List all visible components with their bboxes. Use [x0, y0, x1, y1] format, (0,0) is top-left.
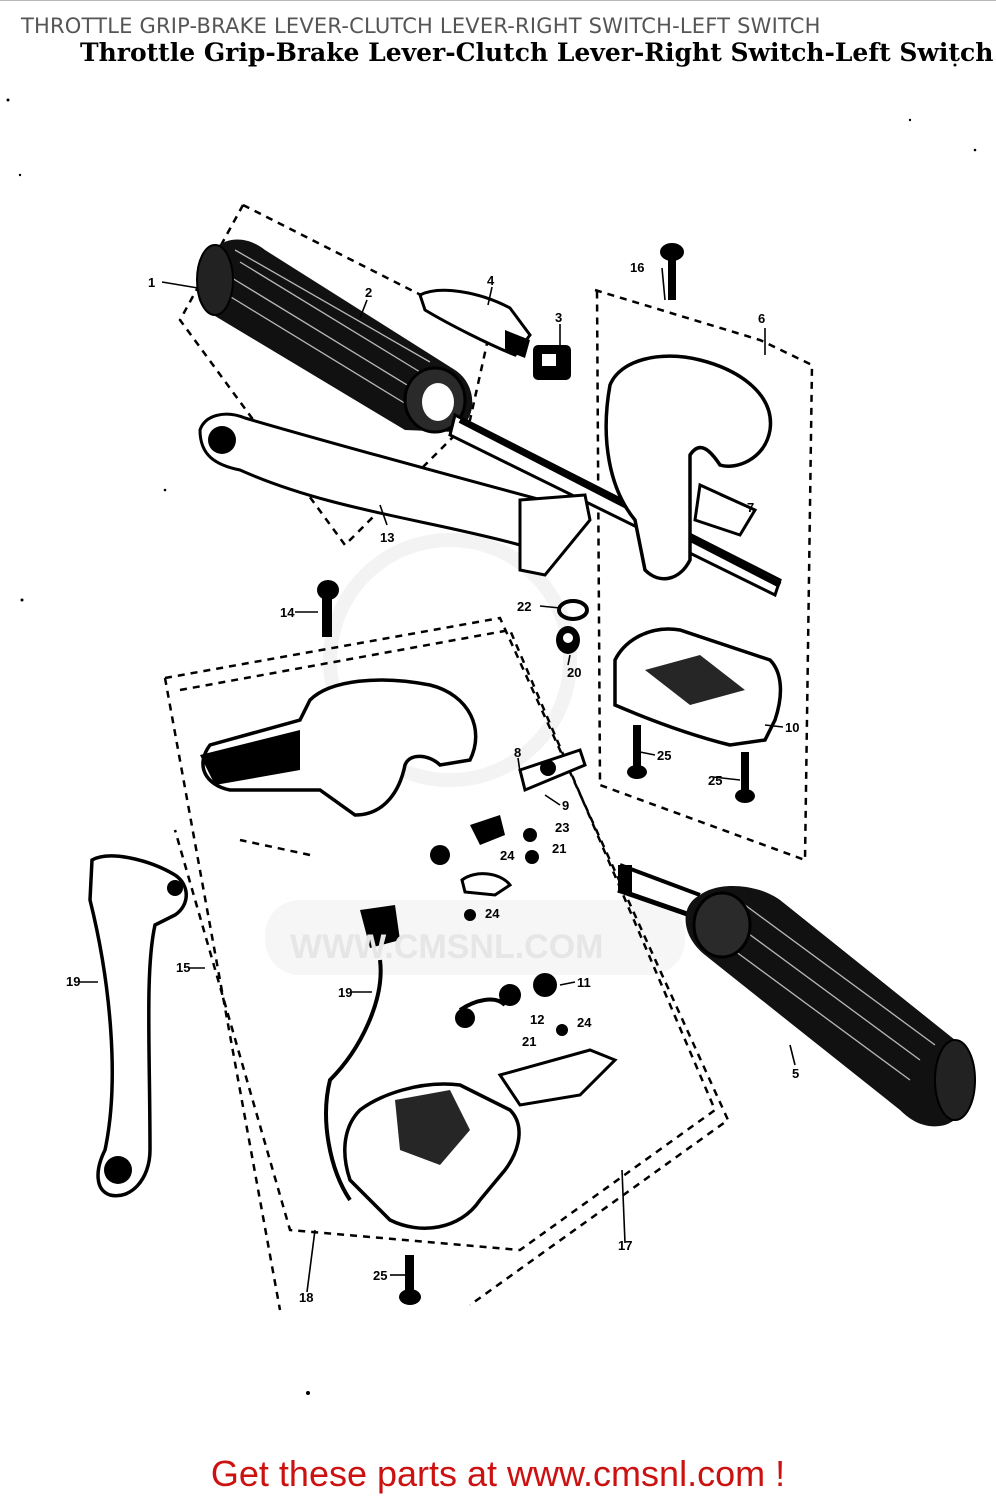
callout-2: 2 [365, 285, 372, 300]
callout-11: 11 [577, 975, 591, 990]
callout-16-top: 16 [630, 260, 644, 275]
parts-22-20 [556, 599, 589, 654]
callout-24-a: 24 [500, 848, 515, 863]
callout-18: 18 [299, 1290, 313, 1305]
callout-4: 4 [487, 273, 495, 288]
screw-25-bottom [399, 1255, 421, 1305]
callout-22: 22 [517, 599, 531, 614]
callout-3: 3 [555, 310, 562, 325]
callout-10: 10 [785, 720, 799, 735]
callout-25-c: 25 [373, 1268, 387, 1283]
callout-20: 20 [567, 665, 581, 680]
callout-numbers: 1 2 4 3 16 6 7 13 22 14 20 10 25 25 8 9 … [66, 260, 799, 1305]
screws-25-right [627, 725, 755, 803]
header-clip: THROTTLE GRIP-BRAKE LEVER-CLUTCH LEVER-R… [0, 1, 996, 41]
clutch-side-grip [617, 863, 976, 1127]
callout-24-c: 24 [577, 1015, 592, 1030]
callout-25-a: 25 [657, 748, 671, 763]
callout-24-b: 24 [485, 906, 500, 921]
callout-12: 12 [530, 1012, 544, 1027]
group-left-switch [163, 616, 730, 1311]
clutch-lever [88, 854, 188, 1198]
part-3-block [533, 345, 571, 380]
left-switch-lower [324, 905, 618, 1230]
page-header: THROTTLE GRIP-BRAKE LEVER-CLUTCH LEVER-R… [0, 0, 996, 40]
screw-16-top [660, 243, 684, 300]
callout-5: 5 [792, 1066, 799, 1081]
callout-17: 17 [618, 1238, 632, 1253]
callout-21-b: 21 [522, 1034, 536, 1049]
callout-8: 8 [514, 745, 521, 760]
left-switch-upper [200, 678, 478, 817]
leader-lines [80, 267, 796, 1293]
callout-19-b: 19 [338, 985, 352, 1000]
get-parts-link[interactable]: Get these parts at www.cmsnl.com ! [210, 1453, 786, 1494]
brake-lever [198, 412, 592, 577]
throttle-grip [196, 239, 782, 598]
callout-25-b: 25 [708, 773, 722, 788]
watermark-text: WWW.CMSNL.COM [290, 928, 604, 966]
diagram-printed-title: Throttle Grip-Brake Lever-Clutch Lever-R… [80, 38, 994, 67]
callout-19-a: 19 [66, 974, 80, 989]
screw-14-left [317, 580, 339, 637]
right-switch-upper [604, 354, 773, 581]
callout-21-a: 21 [552, 841, 566, 856]
callout-23: 23 [555, 820, 569, 835]
callout-6: 6 [758, 311, 765, 326]
left-switch-small-parts [430, 748, 587, 921]
part-4-boot [418, 288, 532, 358]
right-switch-lower [613, 627, 783, 747]
callout-7: 7 [747, 500, 754, 515]
group-right-switch [594, 288, 814, 862]
callout-9: 9 [562, 798, 569, 813]
callout-1: 1 [148, 275, 155, 290]
page-title: THROTTLE GRIP-BRAKE LEVER-CLUTCH LEVER-R… [21, 14, 821, 38]
print-specks [6, 63, 977, 1395]
callout-13: 13 [380, 530, 394, 545]
callout-14: 14 [280, 605, 295, 620]
callout-15: 15 [176, 960, 190, 975]
